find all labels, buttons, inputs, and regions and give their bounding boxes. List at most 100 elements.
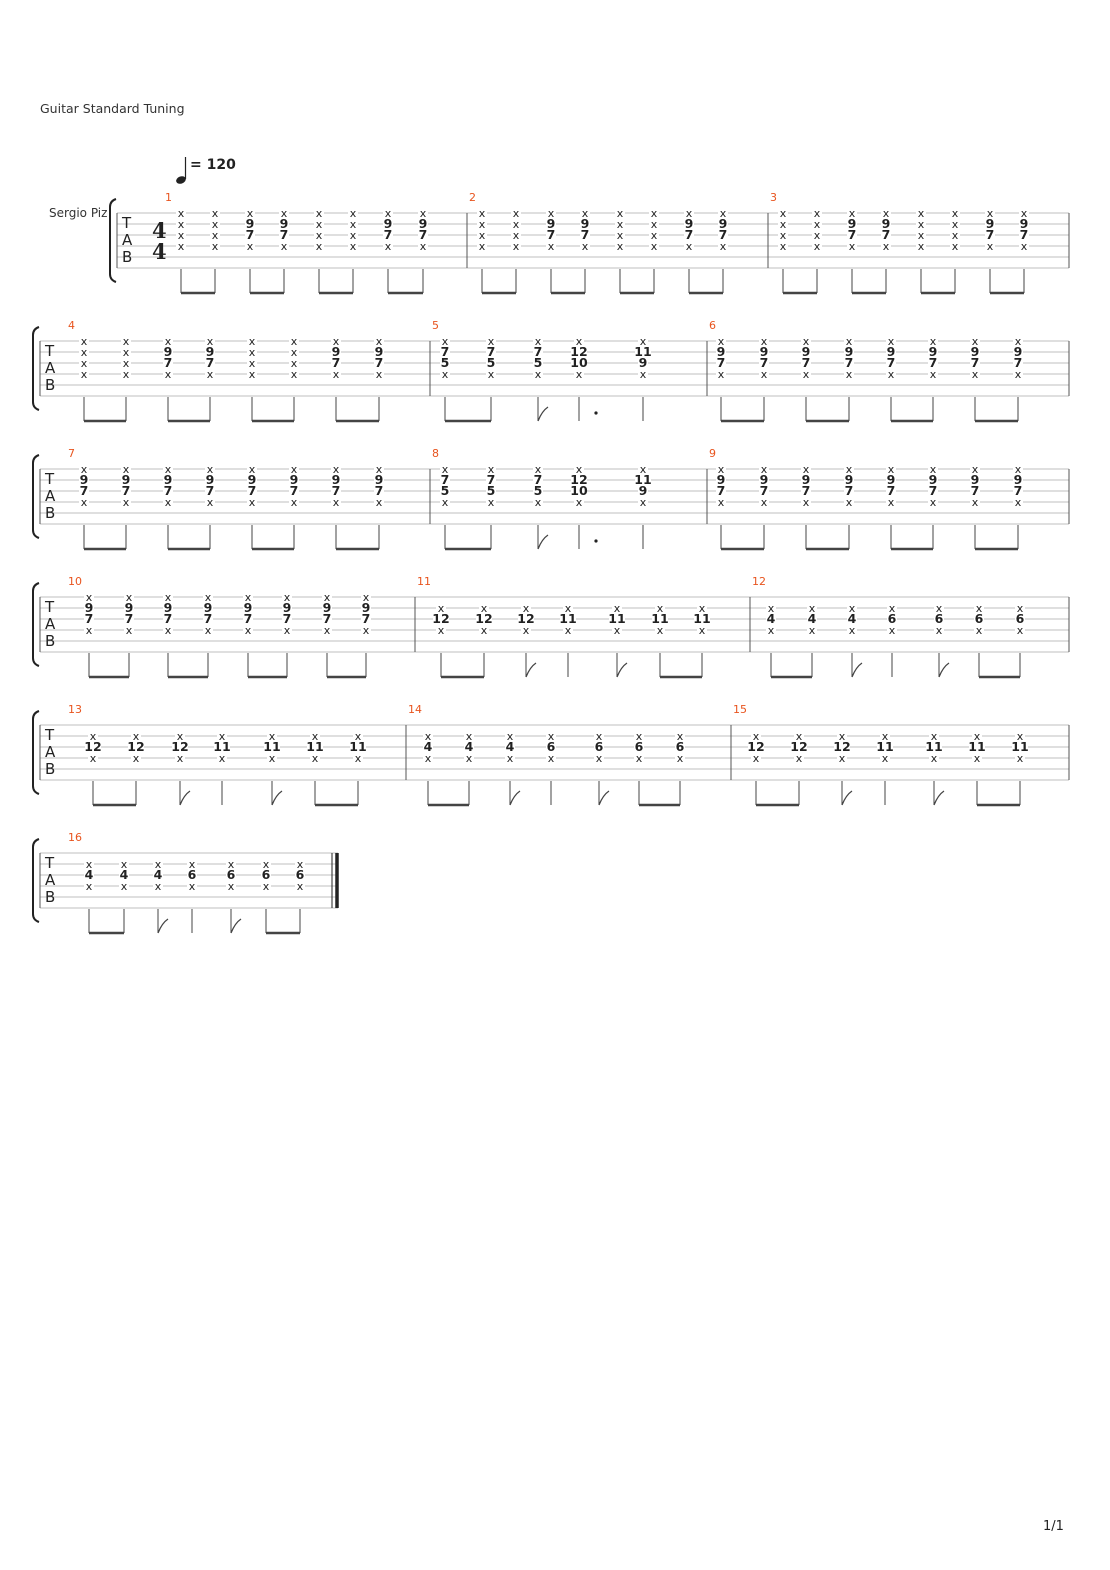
dead-note: x [355,752,362,765]
dead-note: x [677,752,684,765]
dead-note: x [931,752,938,765]
dead-note: x [796,730,803,743]
dead-note: x [761,463,768,476]
fret-number: 7 [1014,355,1023,370]
note-mask [655,603,665,613]
note-mask [153,881,163,891]
note-mask [916,230,926,240]
note-mask [697,603,707,613]
tempo-note-icon [176,176,186,184]
dead-note: x [291,335,298,348]
note-mask [1013,486,1023,496]
note-mask [247,336,257,346]
fret-number: 10 [570,355,588,370]
measure-number: 5 [432,319,439,332]
dead-note: x [718,368,725,381]
dead-note: x [936,624,943,637]
measure-number: 11 [417,575,431,588]
fret-number: 7 [986,227,995,242]
note-mask [79,358,89,368]
note-mask [331,347,341,357]
note-mask [934,603,944,613]
note-flag [938,662,950,678]
tempo-label: = 120 [190,157,236,173]
dead-note: x [376,368,383,381]
dead-note: x [780,240,787,253]
fret-number: 7 [845,355,854,370]
dead-note: x [930,335,937,348]
note-mask [440,369,450,379]
dead-note: x [930,463,937,476]
note-mask [594,742,604,752]
dead-note: x [81,496,88,509]
fret-number: 9 [845,472,854,487]
fret-number: 11 [876,739,893,754]
dead-note: x [263,858,270,871]
fret-number: 9 [547,216,556,231]
dead-note: x [548,240,555,253]
dead-note: x [1015,463,1022,476]
note-mask [718,219,728,229]
note-mask [350,742,366,752]
note-mask [533,475,543,485]
note-mask [79,369,89,379]
dead-note: x [1017,730,1024,743]
note-mask [511,219,521,229]
note-mask [217,731,227,741]
dead-note: x [614,624,621,637]
dead-note: x [535,496,542,509]
note-mask [675,731,685,741]
dead-note: x [442,463,449,476]
note-mask [243,592,253,602]
note-mask [985,241,995,251]
dead-note: x [768,602,775,615]
dead-note: x [987,207,994,220]
dead-note: x [651,207,658,220]
dead-note: x [291,357,298,370]
dead-note: x [481,624,488,637]
note-mask [486,336,496,346]
note-mask [79,475,89,485]
fret-number: 9 [971,344,980,359]
dead-note: x [888,368,895,381]
fret-number: 9 [419,216,428,231]
note-mask [928,369,938,379]
note-mask [267,731,277,741]
dead-note: x [677,730,684,743]
note-mask [844,358,854,368]
dead-note: x [780,218,787,231]
note-mask [759,475,769,485]
note-mask [716,347,726,357]
note-mask [163,614,173,624]
dead-note: x [918,240,925,253]
fret-number: 9 [719,216,728,231]
note-mask [247,369,257,379]
note-mask [759,336,769,346]
note-mask [844,347,854,357]
note-mask [314,219,324,229]
fret-number: 7 [848,227,857,242]
dead-note: x [972,368,979,381]
note-mask [203,625,213,635]
note-mask [486,347,496,357]
note-mask [418,208,428,218]
note-mask [546,753,556,763]
note-mask [950,241,960,251]
dead-note: x [488,463,495,476]
note-mask [880,753,890,763]
note-mask [778,219,788,229]
tab-clef-letter: B [45,504,55,522]
fret-number: 7 [487,344,496,359]
fret-number: 7 [719,227,728,242]
note-mask [88,731,98,741]
fret-number: 9 [332,472,341,487]
dead-note: x [123,357,130,370]
fret-number: 7 [1020,227,1029,242]
dead-note: x [582,207,589,220]
measure-number: 16 [68,831,82,844]
dead-note: x [363,624,370,637]
dead-note: x [976,624,983,637]
note-mask [247,358,257,368]
fret-number: 4 [424,739,433,754]
dead-note: x [126,624,133,637]
